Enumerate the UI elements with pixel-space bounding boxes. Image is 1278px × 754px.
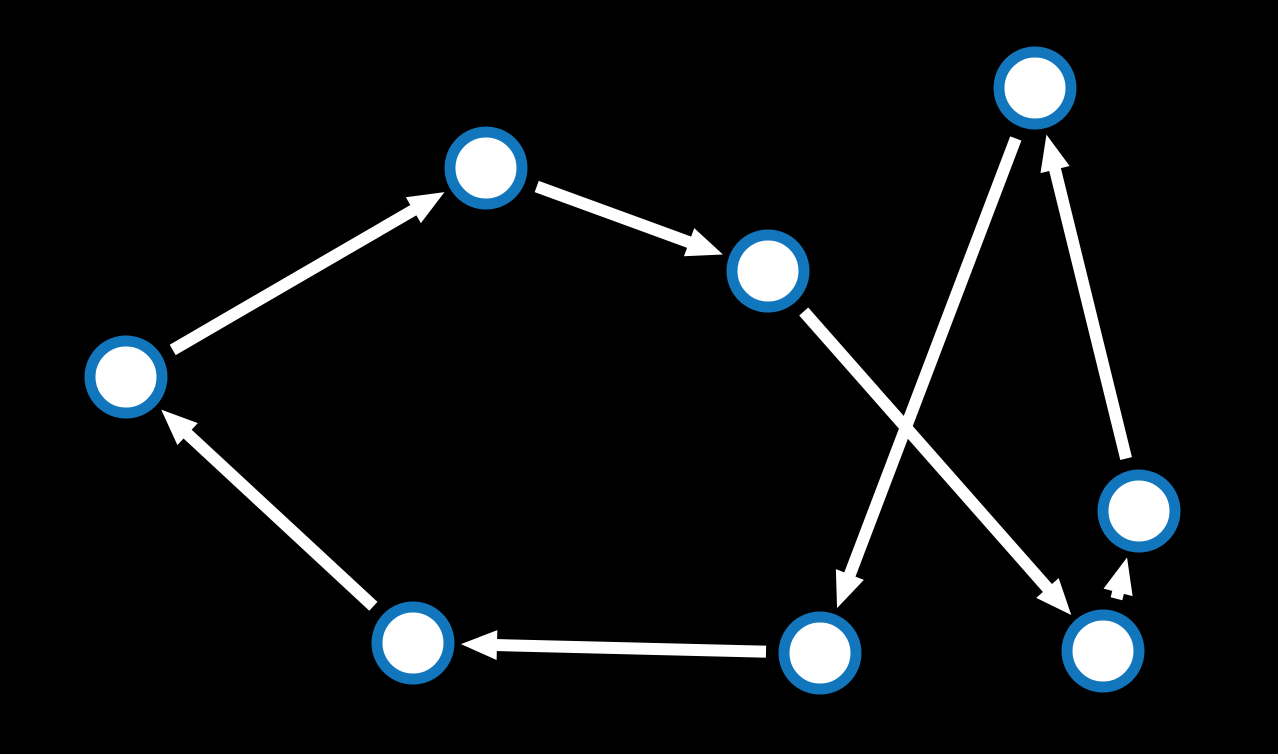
graph-node-bottom-right bbox=[1061, 609, 1145, 693]
arrowhead-icon bbox=[161, 409, 198, 446]
graph-node-bottom-middle bbox=[778, 611, 862, 695]
arrowhead-icon bbox=[683, 228, 723, 257]
graph-node-bottom-left bbox=[371, 601, 455, 685]
graph-node-left bbox=[84, 335, 168, 419]
graph-edge-top-to-middle bbox=[534, 180, 723, 257]
nodes-layer bbox=[84, 46, 1181, 695]
graph-node-middle bbox=[726, 229, 810, 313]
arrowhead-icon bbox=[835, 569, 864, 609]
edge-shaft bbox=[534, 180, 694, 249]
edge-shaft bbox=[182, 428, 378, 611]
graph-node-right bbox=[1097, 469, 1181, 553]
edge-shaft bbox=[1048, 166, 1132, 460]
edge-shaft bbox=[169, 203, 419, 356]
graph-edge-bottom-left-to-left bbox=[161, 409, 378, 611]
graph-edge-left-to-top bbox=[169, 192, 445, 356]
graph-edge-right-to-top-right bbox=[1040, 134, 1132, 460]
graph-node-top bbox=[444, 126, 528, 210]
arrowhead-icon bbox=[1040, 134, 1070, 174]
edge-shaft bbox=[843, 136, 1022, 579]
arrowhead-icon bbox=[1036, 578, 1072, 615]
graph-edge-top-right-to-bottom-middle bbox=[835, 136, 1022, 609]
graph-node-top-right bbox=[993, 46, 1077, 130]
graph-edge-bottom-middle-to-bottom-left bbox=[460, 630, 767, 661]
arrowhead-icon bbox=[405, 192, 445, 224]
edge-shaft bbox=[494, 639, 767, 658]
arrowhead-icon bbox=[1103, 557, 1133, 597]
edge-shaft bbox=[799, 307, 1054, 594]
arrowhead-icon bbox=[460, 630, 498, 661]
graph-edge-middle-to-bottom-right bbox=[799, 307, 1072, 615]
edges-layer bbox=[161, 134, 1133, 661]
graph-edge-bottom-right-to-right bbox=[1103, 557, 1133, 601]
